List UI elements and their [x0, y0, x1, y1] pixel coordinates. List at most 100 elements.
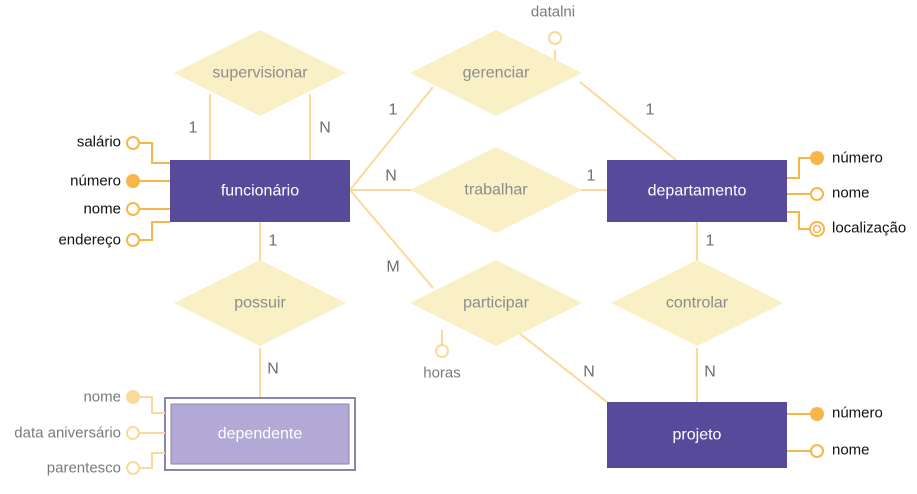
entity-box — [607, 160, 787, 222]
link-gerenciar-depto — [579, 81, 677, 161]
entity-label: funcionário — [221, 183, 299, 200]
attribute-label: data aniversário — [14, 425, 121, 442]
attribute-connector — [139, 142, 170, 164]
cardinality-controlar-proj: N — [704, 364, 716, 381]
attribute-funcionario-numero[interactable]: número — [70, 173, 170, 190]
entity-dependente[interactable]: dependente — [164, 397, 356, 471]
relationship-possuir[interactable]: possuir — [174, 260, 346, 346]
attributes-projeto: número nome — [787, 405, 883, 459]
entity-label: dependente — [218, 426, 303, 443]
attribute-marker — [548, 31, 562, 45]
attribute-label: número — [832, 405, 883, 422]
relationship-shape — [410, 147, 582, 233]
attribute-label: endereço — [58, 232, 121, 249]
attributes-funcionario: salário número nome endereço — [58, 134, 170, 249]
cardinality-trabalhar-depto: 1 — [587, 168, 596, 185]
attribute-label: datalni — [531, 4, 575, 21]
cardinality-participar-proj: N — [583, 364, 595, 381]
cardinality-gerenciar-func: 1 — [389, 102, 398, 119]
cardinality-participar-func: M — [386, 259, 399, 276]
entity-label: departamento — [648, 183, 747, 200]
entity-box — [607, 402, 787, 468]
attribute-dependente-nome[interactable]: nome — [83, 389, 165, 414]
attribute-label: nome — [832, 185, 870, 202]
multivalued-attribute-marker-inner — [812, 224, 822, 234]
attribute-projeto-nome[interactable]: nome — [787, 442, 870, 459]
relationship-shape — [410, 260, 582, 346]
relationship-controlar[interactable]: controlar — [611, 260, 783, 346]
entity-projeto[interactable]: projeto — [607, 402, 787, 468]
key-attribute-marker — [810, 151, 824, 165]
entity-label: projeto — [673, 427, 722, 444]
attribute-departamento-localizacao[interactable]: localização — [787, 211, 906, 237]
attribute-label: número — [70, 173, 121, 190]
key-attribute-marker — [810, 407, 824, 421]
relationship-gerenciar[interactable]: gerenciar — [410, 30, 582, 116]
key-attribute-marker — [126, 174, 140, 188]
attribute-funcionario-nome[interactable]: nome — [83, 201, 170, 218]
relationship-shape — [410, 30, 582, 116]
attribute-label: nome — [832, 442, 870, 459]
attribute-marker — [810, 187, 824, 201]
relationship-participar[interactable]: participar — [410, 260, 582, 346]
cardinality-possuir-dep: N — [267, 361, 279, 378]
attribute-marker — [435, 344, 449, 358]
relationship-trabalhar[interactable]: trabalhar — [410, 147, 582, 233]
attribute-label: localização — [832, 220, 906, 237]
cardinality-trabalhar-func: N — [385, 168, 397, 185]
cardinality-labels: 1 N 1 1 N 1 M N 1 N 1 N — [189, 102, 716, 381]
relationship-supervisionar[interactable]: supervisionar — [174, 30, 346, 116]
attribute-departamento-numero[interactable]: número — [787, 150, 883, 179]
attribute-connector — [139, 396, 165, 414]
attribute-dependente-data-aniversario[interactable]: data aniversário — [14, 425, 165, 442]
attribute-marker — [126, 426, 140, 440]
attributes-departamento: número nome localização — [787, 150, 906, 237]
relationship-attribute-datalni[interactable]: datalni — [531, 4, 575, 45]
entity-box — [170, 403, 350, 465]
relationship-label: gerenciar — [463, 65, 530, 82]
cardinality-gerenciar-depto: 1 — [646, 102, 655, 119]
attribute-marker — [126, 461, 140, 475]
attribute-connector — [787, 157, 811, 179]
attribute-projeto-numero[interactable]: número — [787, 405, 883, 422]
attribute-connector — [139, 221, 170, 241]
entity-box — [170, 160, 350, 222]
relationship-label: possuir — [234, 295, 286, 312]
attribute-connector — [787, 211, 810, 230]
attribute-marker — [810, 444, 824, 458]
attribute-funcionario-endereco[interactable]: endereço — [58, 221, 170, 249]
relationship-label: participar — [463, 295, 529, 312]
attribute-marker — [126, 233, 140, 247]
relationship-shape — [174, 260, 346, 346]
entity-funcionario[interactable]: funcionário — [170, 160, 350, 222]
relationship-shape — [174, 30, 346, 116]
attribute-label: nome — [83, 389, 121, 406]
partial-key-attribute-marker — [126, 390, 140, 404]
attribute-dependente-parentesco[interactable]: parentesco — [47, 452, 165, 477]
attribute-connector — [139, 452, 165, 469]
attribute-marker — [126, 136, 140, 150]
cardinality-supervisionar-right: N — [319, 120, 331, 137]
entity-departamento[interactable]: departamento — [607, 160, 787, 222]
relationship-label: controlar — [666, 295, 729, 312]
link-func-participar — [349, 189, 434, 289]
relationship-label: trabalhar — [464, 182, 528, 199]
relationship-attribute-horas[interactable]: horas — [423, 344, 461, 382]
attribute-label: parentesco — [47, 460, 121, 477]
attribute-marker — [126, 202, 140, 216]
link-func-gerenciar — [349, 86, 434, 191]
link-participar-projeto — [518, 332, 608, 403]
attributes-dependente: nome data aniversário parentesco — [14, 389, 165, 477]
attribute-label: horas — [423, 365, 461, 382]
attribute-funcionario-salario[interactable]: salário — [77, 134, 170, 164]
cardinality-supervisionar-left: 1 — [189, 120, 198, 137]
cardinality-controlar-depto: 1 — [706, 233, 715, 250]
relationship-shape — [611, 260, 783, 346]
relationship-label: supervisionar — [212, 65, 308, 82]
attribute-label: número — [832, 150, 883, 167]
attribute-label: salário — [77, 134, 121, 151]
cardinality-possuir-func: 1 — [269, 233, 278, 250]
attribute-departamento-nome[interactable]: nome — [787, 185, 870, 202]
